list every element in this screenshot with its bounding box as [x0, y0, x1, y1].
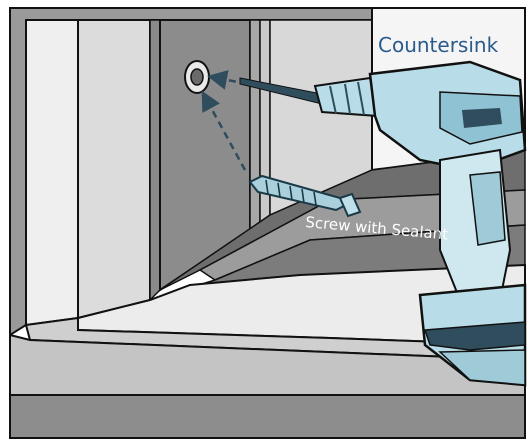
drill — [239, 60, 527, 387]
left-jamb-inner — [77, 19, 151, 320]
screw — [248, 174, 362, 218]
base-band — [9, 394, 526, 439]
left-jamb-edge — [149, 19, 161, 302]
label-countersink: Countersink — [378, 33, 499, 57]
inner-strip-1 — [249, 19, 261, 232]
screw-path-arrow — [201, 90, 247, 171]
left-jamb-face — [25, 19, 79, 327]
countersink-hole — [184, 60, 210, 94]
